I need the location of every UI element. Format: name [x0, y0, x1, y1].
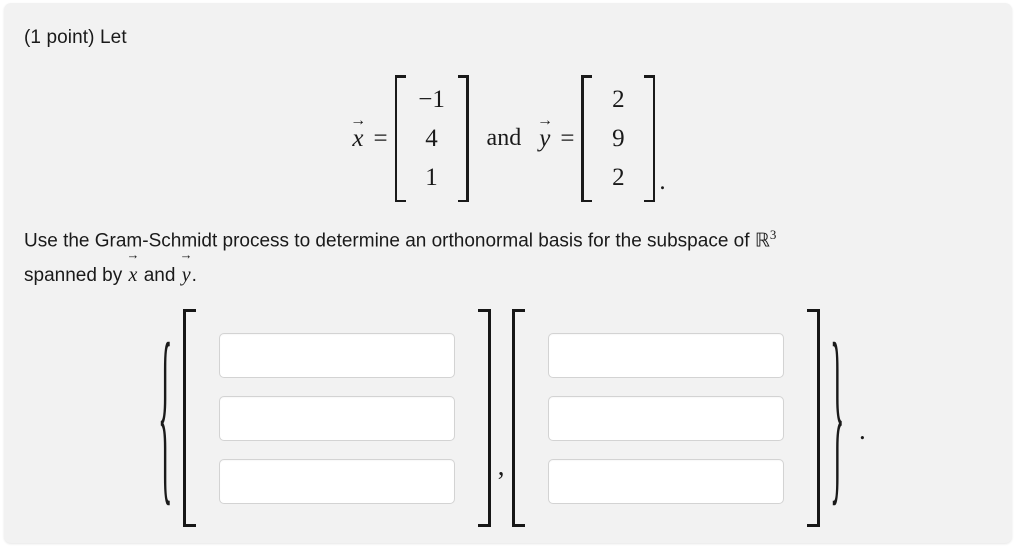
answer-right-bracket-2	[806, 309, 822, 527]
instruction-text-and: and	[143, 265, 176, 287]
answer-input-area: { , } .	[4, 308, 1012, 528]
conjunction-and: and	[486, 125, 522, 151]
answer-cells-1	[197, 309, 477, 527]
answer-cells-2	[526, 309, 806, 527]
closing-brace-wrap: }	[822, 308, 852, 528]
instruction-period: .	[191, 265, 197, 287]
equals-sign-y: =	[560, 124, 575, 152]
vector-y-definition: →y = 2 9 2 .	[536, 75, 666, 202]
vector-arrow-icon: →	[350, 112, 366, 129]
matrix-x-cell-2: 4	[425, 125, 438, 152]
answer-left-bracket-1	[181, 309, 197, 527]
vector-arrow-icon: →	[126, 247, 140, 263]
points-label: (1 point) Let	[24, 27, 127, 48]
opening-brace: {	[158, 304, 173, 525]
vector-arrow-icon: →	[536, 112, 553, 129]
right-bracket-y	[642, 75, 656, 202]
answer-trailing-period: .	[858, 414, 866, 445]
inline-vector-y: →y	[179, 247, 193, 287]
vector-x-symbol: →x	[350, 112, 366, 152]
answer-matrix-1	[181, 309, 493, 527]
real-space-symbol: ℝ	[754, 229, 770, 252]
answer-matrix-2	[510, 309, 822, 527]
answer-field-2-1[interactable]	[547, 332, 784, 378]
matrix-x-cell-3: 1	[425, 164, 438, 191]
answer-right-bracket-1	[477, 309, 493, 527]
problem-panel: (1 point) Let →x = −1 4 1 and →y =	[4, 3, 1012, 543]
closing-brace: }	[829, 304, 844, 525]
answer-left-bracket-2	[510, 309, 526, 527]
left-bracket-x	[394, 75, 408, 202]
left-bracket-y	[581, 75, 594, 202]
real-space-exponent: 3	[769, 227, 777, 242]
instruction-text-before: Use the Gram-Schmidt process to determin…	[24, 230, 750, 252]
answer-field-1-3[interactable]	[218, 458, 455, 504]
inline-vector-x: →x	[126, 247, 140, 287]
given-vectors-display: →x = −1 4 1 and →y = 2	[4, 75, 1012, 202]
matrix-y: 2 9 2	[581, 75, 656, 202]
right-bracket-x	[456, 75, 469, 202]
answer-field-1-1[interactable]	[218, 332, 455, 378]
answer-field-2-2[interactable]	[547, 395, 784, 441]
vector-x-definition: →x = −1 4 1	[350, 75, 469, 202]
given-period: .	[659, 168, 666, 195]
opening-brace-wrap: {	[150, 308, 180, 528]
vector-separator-comma: ,	[497, 451, 505, 481]
matrix-y-cell-1: 2	[612, 86, 625, 113]
instruction-text-middle: spanned by	[24, 265, 123, 287]
matrix-y-cell-3: 2	[612, 164, 625, 191]
matrix-x-cells: −1 4 1	[408, 75, 456, 202]
question-text: Use the Gram-Schmidt process to determin…	[24, 218, 999, 293]
equals-sign-x: =	[373, 124, 388, 152]
matrix-x: −1 4 1	[394, 75, 469, 202]
matrix-y-cells: 2 9 2	[594, 75, 642, 202]
answer-field-1-2[interactable]	[218, 395, 455, 441]
vector-arrow-icon: →	[179, 247, 193, 263]
vector-y-symbol: →y	[536, 112, 553, 152]
answer-field-2-3[interactable]	[547, 458, 784, 504]
matrix-y-cell-2: 9	[612, 125, 625, 152]
matrix-x-cell-1: −1	[418, 86, 445, 113]
